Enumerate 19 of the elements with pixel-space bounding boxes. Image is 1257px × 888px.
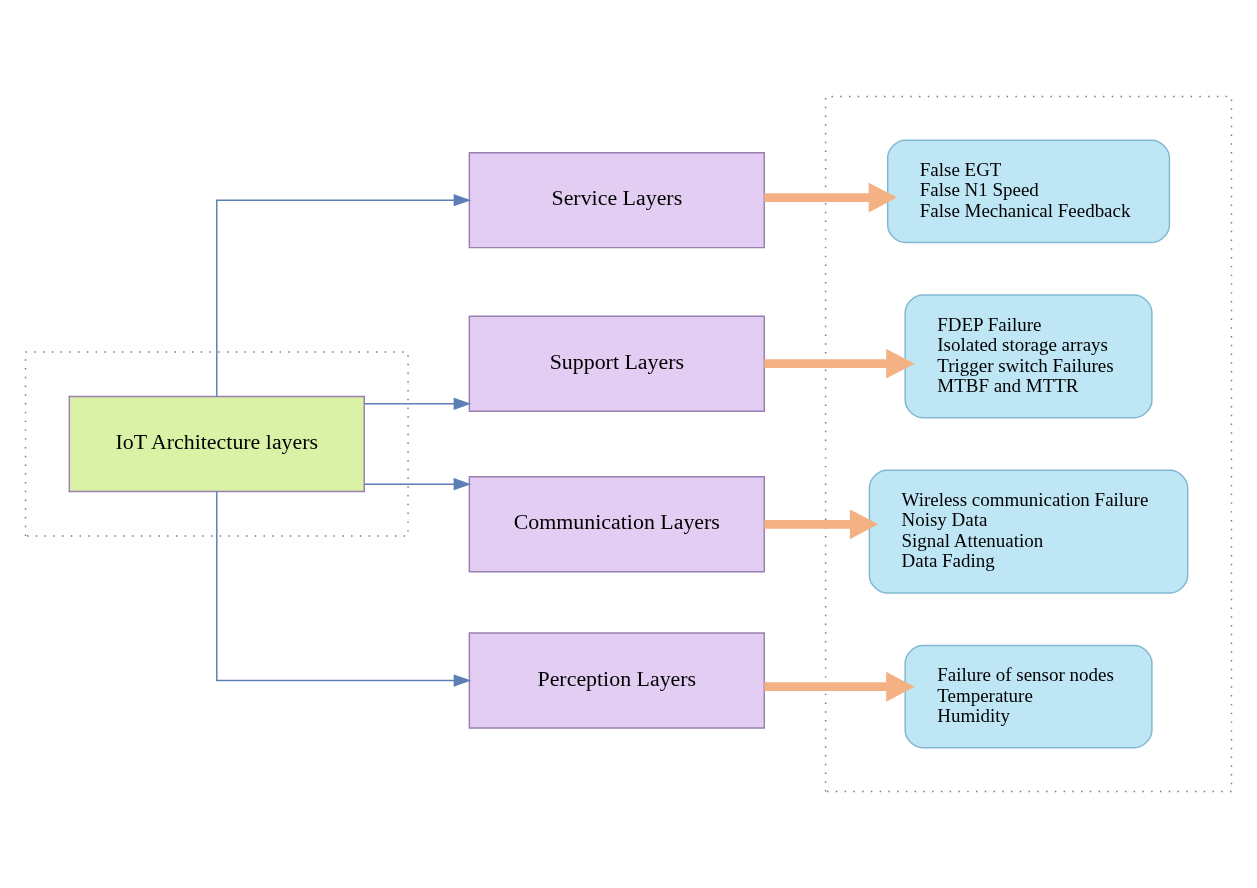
arrow <box>764 348 915 379</box>
node-box: Support Layers <box>468 315 765 412</box>
node-box: Wireless communication Failure Noisy Data Signal Attenuation Data Fading <box>868 469 1189 594</box>
arrow <box>363 478 472 491</box>
cluster <box>24 351 409 537</box>
cluster <box>824 95 1233 793</box>
node-box: FDEP Failure Isolated storage arrays Trigger switch Failures MTBF and MTTR <box>904 294 1153 419</box>
arrow <box>764 182 898 213</box>
node-box: False EGT False N1 Speed False Mechanical Feedback <box>886 139 1171 244</box>
arrow <box>764 509 879 540</box>
node-box: Service Layers <box>468 152 765 249</box>
arrow <box>216 491 472 687</box>
node-box: IoT Architecture layers <box>68 395 365 493</box>
arrow <box>363 397 472 410</box>
arrow <box>764 671 915 702</box>
arrow <box>216 194 472 398</box>
node-box: Perception Layers <box>468 632 765 729</box>
node-box: Failure of sensor nodes Temperature Humidity <box>904 644 1153 749</box>
node-box: Communication Layers <box>468 476 765 573</box>
